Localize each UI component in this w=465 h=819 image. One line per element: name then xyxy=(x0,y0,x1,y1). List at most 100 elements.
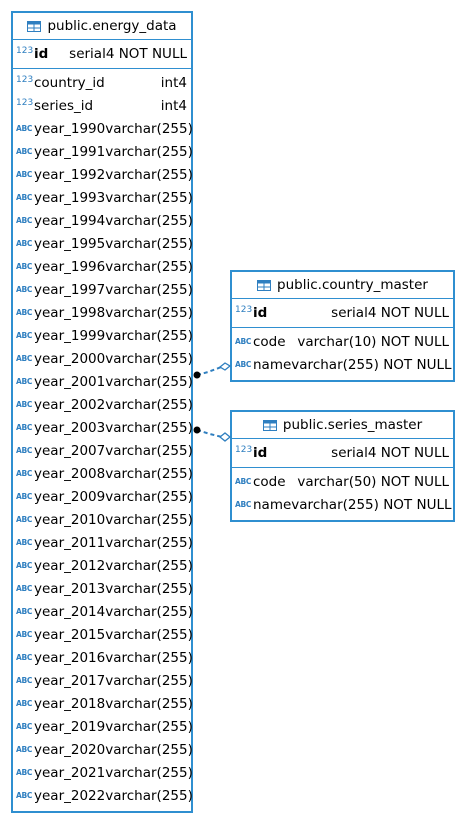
column-name: year_2003 xyxy=(34,419,106,436)
numeric-type-icon: 123 xyxy=(235,304,253,315)
column-name: year_1998 xyxy=(34,304,106,321)
column-name: code xyxy=(253,333,286,350)
text-type-icon: ABC xyxy=(16,285,33,294)
table-series-master[interactable]: public.series_master 123 id serial4 NOT … xyxy=(230,410,455,522)
text-type-icon: ABC xyxy=(16,170,33,179)
column-row-pk[interactable]: 123 id serial4 NOT NULL xyxy=(235,304,449,321)
column-name: year_2022 xyxy=(34,787,106,804)
column-type: varchar(255) xyxy=(105,465,193,482)
column-name: year_2011 xyxy=(34,534,106,551)
pk-endpoint-diamond xyxy=(218,432,232,442)
column-name: year_2020 xyxy=(34,741,106,758)
column-type: int4 xyxy=(160,74,187,91)
column-row-pk[interactable]: 123 id serial4 NOT NULL xyxy=(235,444,449,461)
column-type: varchar(255) xyxy=(105,718,193,735)
table-icon xyxy=(262,419,277,431)
column-type: varchar(255) xyxy=(105,373,193,390)
fk-link-country[interactable] xyxy=(193,362,232,379)
column-type: varchar(255) xyxy=(105,442,193,459)
text-type-icon: ABC xyxy=(16,354,33,363)
text-type-icon: ABC xyxy=(16,515,33,524)
column-name: year_1999 xyxy=(34,327,106,344)
pk-endpoint-diamond xyxy=(218,362,232,371)
column-name: year_2002 xyxy=(34,396,106,413)
text-type-icon: ABC xyxy=(16,262,33,271)
column-type: varchar(255) xyxy=(105,603,193,620)
column-name: year_1995 xyxy=(34,235,106,252)
numeric-type-icon: 123 xyxy=(16,74,34,85)
column-name: year_2001 xyxy=(34,373,106,390)
column-name: name xyxy=(253,356,292,373)
text-type-icon: ABC xyxy=(16,239,33,248)
text-type-icon: ABC xyxy=(16,630,33,639)
column-row-pk[interactable]: 123 id serial4 NOT NULL xyxy=(16,45,187,62)
text-type-icon: ABC xyxy=(235,360,252,369)
numeric-type-icon: 123 xyxy=(235,444,253,455)
text-type-icon: ABC xyxy=(16,722,33,731)
column-type: varchar(255) xyxy=(105,557,193,574)
column-name: year_1997 xyxy=(34,281,106,298)
table-energy-data[interactable]: public.energy_data 123 id serial4 NOT NU… xyxy=(11,11,193,813)
fk-endpoint-dot xyxy=(193,371,201,379)
table-icon xyxy=(257,279,272,291)
column-name: year_1996 xyxy=(34,258,106,275)
column-name: year_1994 xyxy=(34,212,106,229)
column-name: year_2012 xyxy=(34,557,106,574)
column-type: varchar(255) xyxy=(105,695,193,712)
column-name: year_2021 xyxy=(34,764,106,781)
column-type: varchar(10) NOT NULL xyxy=(297,333,449,350)
table-icon xyxy=(27,20,42,32)
text-type-icon: ABC xyxy=(16,538,33,547)
text-type-icon: ABC xyxy=(16,791,33,800)
column-type: varchar(255) NOT NULL xyxy=(291,356,452,373)
fk-link-series[interactable] xyxy=(193,426,232,442)
column-type: varchar(255) xyxy=(105,281,193,298)
column-type: varchar(255) xyxy=(105,304,193,321)
text-type-icon: ABC xyxy=(16,676,33,685)
table-country-master[interactable]: public.country_master 123 id serial4 NOT… xyxy=(230,270,455,382)
column-type: varchar(255) xyxy=(105,166,193,183)
text-type-icon: ABC xyxy=(235,500,252,509)
text-type-icon: ABC xyxy=(16,584,33,593)
text-type-icon: ABC xyxy=(235,337,252,346)
column-name: year_2017 xyxy=(34,672,106,689)
column-name: year_1990 xyxy=(34,120,106,137)
